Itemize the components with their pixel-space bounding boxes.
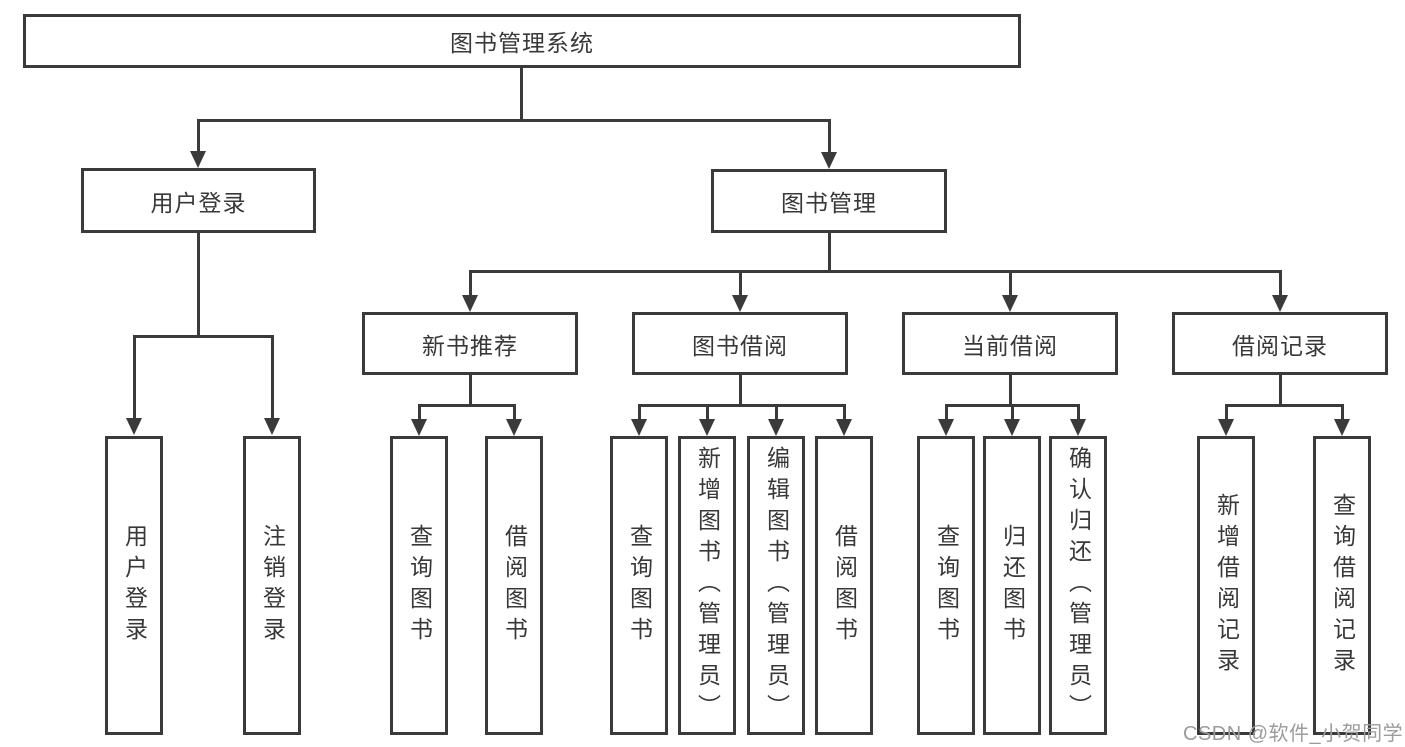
node-book-borrow-label: 图书借阅 [692,332,788,359]
connector-book-borrow-stem [739,375,742,406]
connector-user-login-bus [133,335,274,338]
arrowhead-nb-leaf1 [411,419,427,436]
node-root-label: 图书管理系统 [450,30,594,56]
connector-to-leaf-user-login [133,335,136,419]
connector-borrow-records-stem [1279,375,1282,406]
arrowhead-book-borrow [732,295,748,312]
connector-book-management-stem [828,233,831,272]
connector-cb-leaf1 [945,404,948,420]
leaf-add-borrow-record-label: 新增借阅记录 [1213,492,1240,679]
connector-root-stem [520,68,523,121]
arrowhead-br-leaf1 [1218,419,1234,436]
arrowhead-book-management [821,152,837,169]
leaf-add-book-admin: 新增图书（管理员） [678,436,736,735]
arrowhead-nb-leaf2 [506,419,522,436]
connector-current-borrow-stem [1009,375,1012,406]
node-borrow-records-label: 借阅记录 [1232,332,1328,359]
connector-to-leaf-logout [271,335,274,419]
connector-to-current-borrow [1009,270,1012,297]
connector-level3-bus [469,270,1281,273]
node-book-management-label: 图书管理 [781,190,877,216]
connector-new-books-stem [469,375,472,406]
leaf-borrow-book-label: 借阅图书 [831,523,858,648]
leaf-query-borrow-record-label: 查询借阅记录 [1329,492,1356,679]
connector-new-books-bus [419,404,515,407]
connector-user-login-stem [197,233,200,337]
arrowhead-cb-leaf1 [938,419,954,436]
arrowhead-bb-leaf3 [768,419,784,436]
node-root: 图书管理系统 [23,14,1021,68]
arrowhead-leaf-logout [264,418,280,435]
connector-to-book-borrow [739,270,742,297]
node-borrow-records: 借阅记录 [1172,312,1388,375]
leaf-logout-label: 注销登录 [259,523,286,648]
arrowhead-bb-leaf1 [631,419,647,436]
leaf-borrow-query-label: 查询图书 [626,523,653,648]
node-current-borrow-label: 当前借阅 [962,332,1058,359]
leaf-return-book-label: 归还图书 [999,523,1026,648]
leaf-current-query-label: 查询图书 [933,523,960,648]
leaf-confirm-return-admin-label: 确认归还（管理员） [1065,446,1092,725]
arrowhead-cb-leaf2 [1004,419,1020,436]
watermark-text: CSDN @软件_小贺同学 [1183,723,1404,745]
connector-to-user-login [197,119,200,153]
arrowhead-user-login [190,151,206,168]
connector-to-borrow-records [1279,270,1282,297]
arrowhead-borrow-records [1272,295,1288,312]
connector-to-book-management [828,119,831,154]
leaf-newbooks-query: 查询图书 [390,436,448,735]
connector-to-new-books [469,270,472,297]
connector-br-leaf1 [1225,404,1228,420]
connector-nb-leaf1 [418,404,421,420]
arrowhead-current-borrow [1002,295,1018,312]
connector-bb-leaf1 [638,404,641,420]
connector-book-borrow-bus [638,404,845,407]
node-user-login: 用户登录 [81,168,316,233]
arrowhead-cb-leaf3 [1070,419,1086,436]
arrowhead-new-books [462,295,478,312]
leaf-edit-book-admin-label: 编辑图书（管理员） [763,446,790,725]
arrowhead-bb-leaf2 [699,419,715,436]
node-current-borrow: 当前借阅 [902,312,1118,375]
arrowhead-bb-leaf4 [836,419,852,436]
connector-bb-leaf2 [706,404,709,420]
leaf-query-borrow-record: 查询借阅记录 [1313,436,1371,735]
arrowhead-br-leaf2 [1334,419,1350,436]
leaf-confirm-return-admin: 确认归还（管理员） [1049,436,1107,735]
node-book-management: 图书管理 [711,169,947,233]
node-new-books-label: 新书推荐 [422,332,518,359]
connector-nb-leaf2 [513,404,516,420]
connector-bb-leaf3 [775,404,778,420]
leaf-user-login: 用户登录 [105,436,163,735]
leaf-logout: 注销登录 [243,436,301,735]
leaf-borrow-query: 查询图书 [610,436,668,735]
connector-bb-leaf4 [843,404,846,420]
leaf-return-book: 归还图书 [983,436,1041,735]
leaf-borrow-book: 借阅图书 [815,436,873,735]
connector-cb-leaf3 [1077,404,1080,420]
connector-cb-leaf2 [1011,404,1014,420]
leaf-newbooks-query-label: 查询图书 [406,523,433,648]
connector-borrow-records-bus [1225,404,1342,407]
leaf-edit-book-admin: 编辑图书（管理员） [747,436,805,735]
leaf-add-book-admin-label: 新增图书（管理员） [694,446,721,725]
connector-level2-bus [197,119,831,122]
leaf-user-login-label: 用户登录 [121,523,148,648]
leaf-add-borrow-record: 新增借阅记录 [1197,436,1255,735]
node-book-borrow: 图书借阅 [632,312,848,375]
arrowhead-leaf-user-login [126,418,142,435]
leaf-newbooks-borrow-label: 借阅图书 [501,523,528,648]
leaf-newbooks-borrow: 借阅图书 [485,436,543,735]
connector-br-leaf2 [1341,404,1344,420]
node-user-login-label: 用户登录 [150,189,247,216]
leaf-current-query: 查询图书 [917,436,975,735]
node-new-books: 新书推荐 [362,312,578,375]
